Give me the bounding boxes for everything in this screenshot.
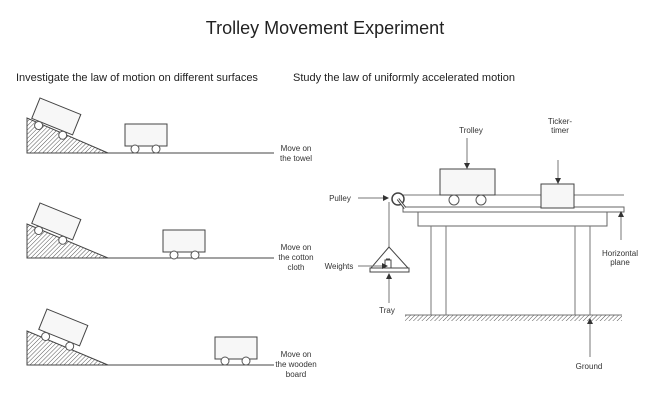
trolley-on-surface [124,123,168,154]
surface-label: the cotton [278,253,313,262]
acceleration-apparatus: Trolley Ticker- timer Pulley Weights Tra… [325,117,639,371]
arrowhead-icon [386,273,392,279]
horizontal-plane-label: Horizontal [602,249,638,258]
table-apron [417,211,608,227]
surface-label: Move on [281,144,312,153]
trolley-on-surface [214,336,258,366]
tray [369,246,410,273]
weight-block [384,259,392,269]
left-heading: Investigate the law of motion on differe… [16,72,258,84]
tray-label: Tray [379,306,395,315]
surface-label: the wooden [275,360,316,369]
annotation-arrows [358,138,624,357]
surface-label: Move on [281,350,312,359]
arrowhead-icon [618,211,624,217]
arrowhead-icon [464,163,470,169]
ramp [26,223,109,259]
ground-label: Ground [576,362,603,371]
trolley-on-surface [162,229,206,260]
surface-label: board [286,370,306,379]
trolley-label: Trolley [459,126,483,135]
surface-label: the towel [280,154,312,163]
ticker-timer-label: timer [551,126,569,135]
trolley-on-ramp [31,202,82,245]
arrowhead-icon [383,195,389,201]
surface-experiment-towel: Move on the towel [26,97,312,163]
surface-label: cloth [288,263,305,272]
trolley-on-ramp [31,97,82,140]
arrowhead-icon [555,178,561,184]
ramp [26,117,109,154]
table-top [402,206,625,213]
horizontal-plane-label: plane [610,258,630,267]
arrowhead-icon [587,318,593,324]
surface-experiment-cotton: Move on the cotton cloth [26,202,314,272]
page-title: Trolley Movement Experiment [206,18,444,38]
pulley-label: Pulley [329,194,351,203]
trolley [439,168,496,206]
ground-hatch [405,315,622,321]
arrowhead-icon [382,263,388,269]
surface-experiment-wood: Move on the wooden board [26,308,317,379]
surface-label: Move on [281,243,312,252]
ticker-timer [540,183,575,209]
pulley [391,192,407,209]
ticker-timer-label: Ticker- [548,117,572,126]
right-heading: Study the law of uniformly accelerated m… [293,72,515,84]
weights-label: Weights [325,262,354,271]
trolley-on-ramp [38,308,89,351]
